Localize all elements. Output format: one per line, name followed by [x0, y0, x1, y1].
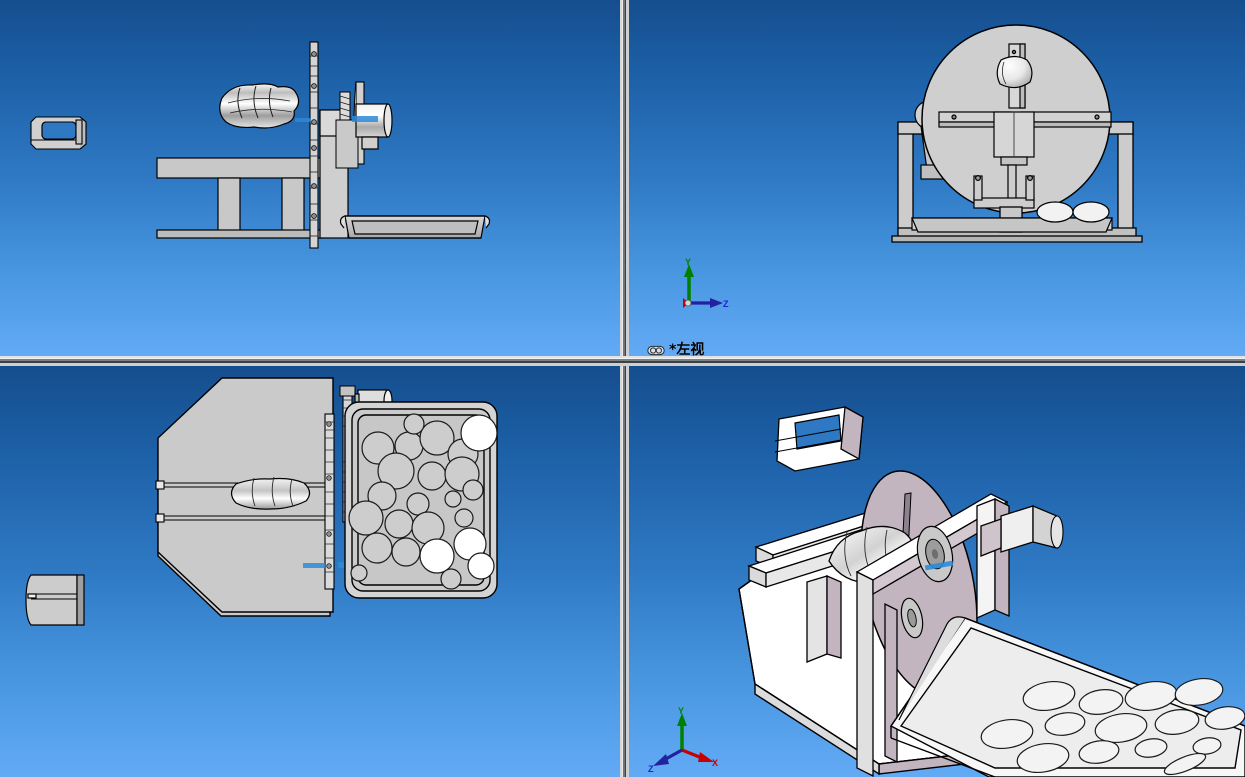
viewport-divider-vertical[interactable] — [620, 0, 629, 777]
link-chain-icon — [647, 345, 665, 355]
viewport-divider-horizontal[interactable] — [0, 356, 1245, 366]
viewport-isometric-view[interactable]: Y X Z — [629, 366, 1245, 777]
center-shaft-top — [324, 413, 335, 590]
center-carriage — [993, 111, 1035, 166]
spheres-in-tray — [348, 413, 498, 590]
viewport-front-view[interactable] — [0, 0, 620, 356]
axis-label-x-iso: X — [712, 758, 718, 768]
axis-label-y: Y — [685, 257, 691, 267]
viewport-left-view[interactable]: Y Z *左视 — [629, 0, 1245, 356]
drive-motor — [355, 103, 393, 150]
bracket-handle-part — [30, 116, 87, 150]
bracket-handle-part-top — [25, 574, 85, 626]
axis-label-y-iso: Y — [678, 706, 684, 716]
product-tray-left-view — [911, 201, 1113, 233]
view-label-left: *左视 — [647, 343, 704, 356]
axis-label-z: Z — [723, 299, 729, 309]
conveyor-table — [156, 157, 324, 239]
axis-label-z-iso: Z — [648, 764, 654, 774]
ribbed-roller-top — [230, 476, 311, 510]
lead-screw-column — [309, 41, 319, 249]
front-view-model — [0, 0, 620, 356]
dimension-annotation-iso — [924, 560, 954, 571]
bracket-handle-part-iso — [774, 405, 864, 472]
view-label-text: *左视 — [669, 342, 705, 356]
drive-motor-iso — [980, 505, 1064, 557]
ribbed-roller-part — [219, 83, 300, 129]
axis-triad-iso-view: Y X Z — [648, 706, 718, 774]
axis-triad-left-view: Y Z — [683, 257, 729, 309]
gripper-sphere — [996, 55, 1033, 89]
top-view-model — [0, 366, 620, 777]
threaded-rod — [335, 91, 359, 169]
product-tray — [339, 215, 491, 239]
spheres-in-tray-iso — [980, 678, 1245, 776]
iso-view-model — [629, 366, 1245, 777]
viewport-top-view[interactable] — [0, 366, 620, 777]
support-post-iso — [806, 575, 842, 663]
dimension-annotation — [295, 116, 378, 122]
left-view-model — [629, 0, 1245, 356]
